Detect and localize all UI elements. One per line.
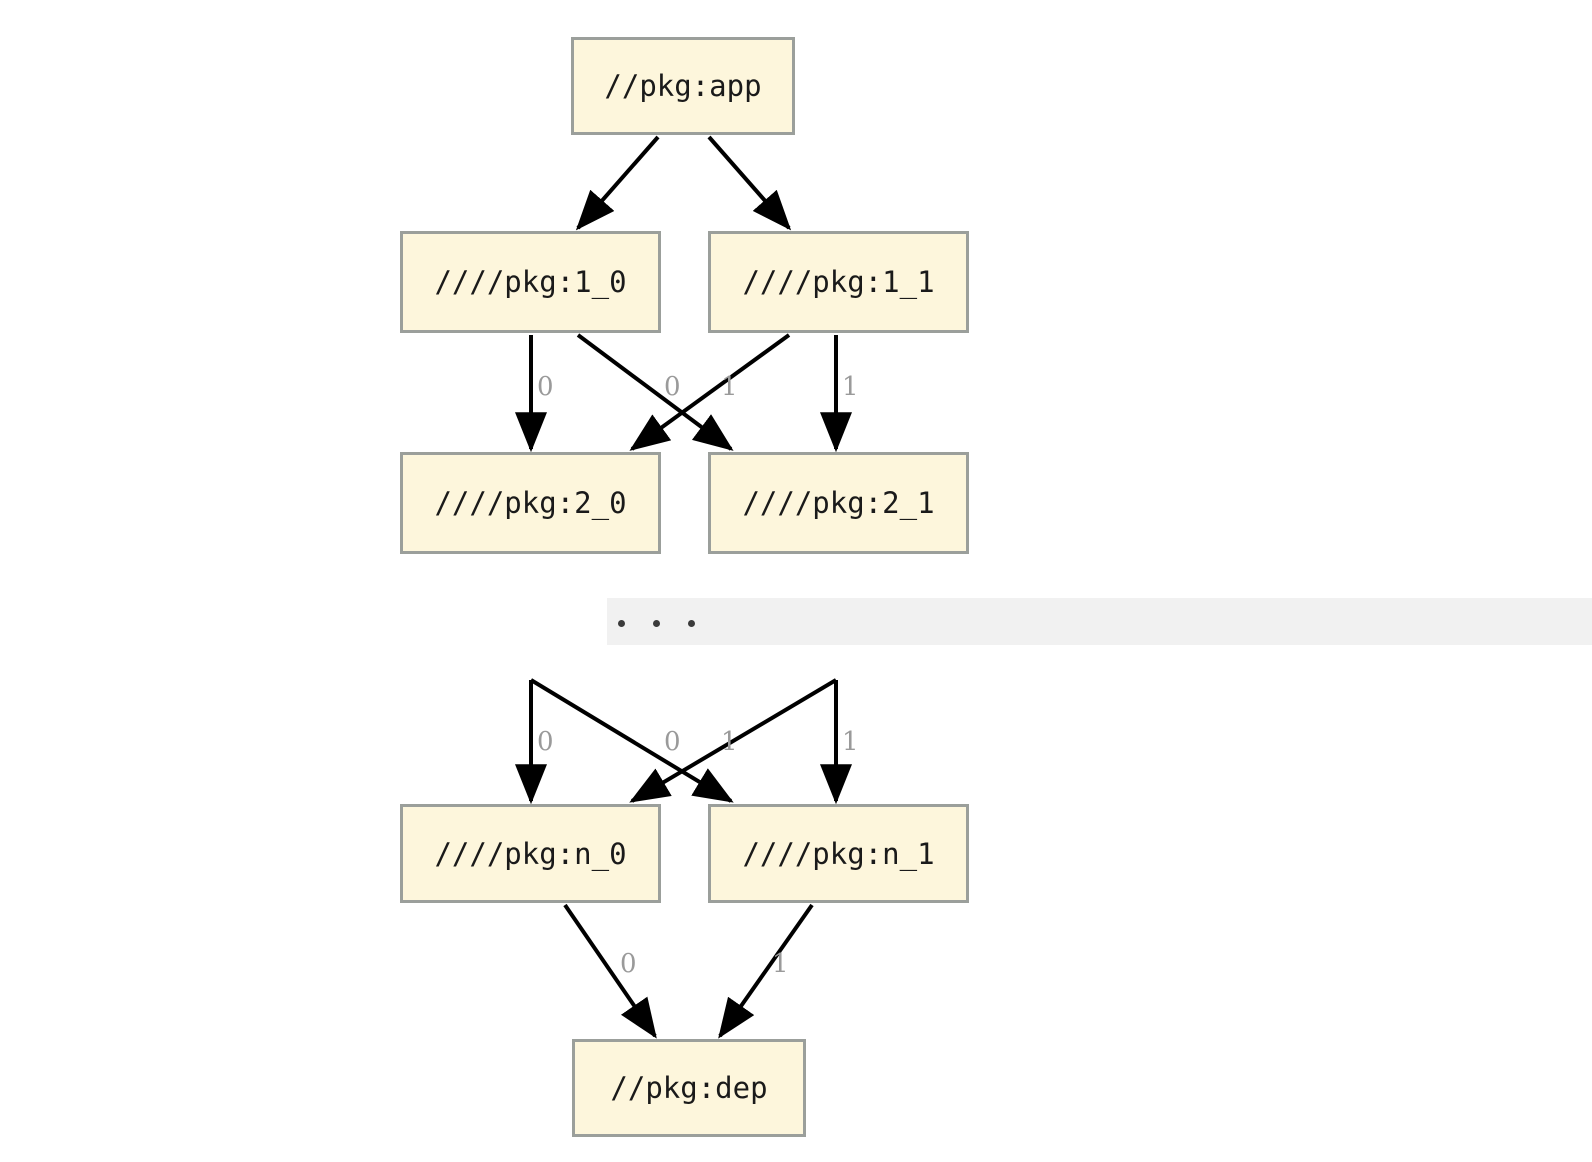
edge-label: 0 — [664, 372, 681, 402]
edge-line — [563, 903, 657, 1039]
node-ln_0[interactable]: ////pkg:n_0 — [400, 804, 661, 903]
node-label: //pkg:app — [604, 69, 762, 103]
edge-lines — [515, 135, 852, 1039]
edge-label: 1 — [842, 372, 859, 402]
node-l2_0[interactable]: ////pkg:2_0 — [400, 452, 661, 554]
node-l2_1[interactable]: ////pkg:2_1 — [708, 452, 969, 554]
edge-line — [629, 333, 791, 451]
node-label: ////pkg:n_0 — [434, 836, 627, 871]
edge-line — [718, 903, 814, 1039]
edge-label: 0 — [537, 372, 554, 402]
edge-label: 1 — [842, 727, 859, 757]
edge-line — [707, 135, 792, 231]
edge-label: 0 — [620, 949, 637, 979]
node-label: ////pkg:2_0 — [434, 486, 627, 520]
node-label: ////pkg:2_1 — [742, 486, 935, 520]
edge-label: 0 — [537, 727, 554, 757]
node-l1_0[interactable]: ////pkg:1_0 — [400, 231, 661, 333]
node-l1_1[interactable]: ////pkg:1_1 — [708, 231, 969, 333]
node-dep[interactable]: //pkg:dep — [572, 1039, 806, 1137]
ellipsis-dot — [653, 620, 660, 627]
ellipsis-band — [607, 598, 1592, 645]
ellipsis-dot — [618, 620, 625, 627]
node-ln_1[interactable]: ////pkg:n_1 — [708, 804, 969, 903]
edge-label: 0 — [664, 727, 681, 757]
ellipsis-dot — [688, 620, 695, 627]
edge-label: 1 — [772, 949, 789, 979]
node-label: ////pkg:1_0 — [434, 265, 627, 299]
edge-line — [629, 678, 838, 803]
node-label: ////pkg:n_1 — [742, 836, 935, 871]
edge-line — [576, 333, 734, 451]
node-label: ////pkg:1_1 — [742, 265, 935, 299]
edge-line — [575, 135, 660, 231]
edge-label: 1 — [721, 727, 738, 757]
node-label: //pkg:dep — [610, 1071, 768, 1105]
edge-label: 1 — [721, 372, 738, 402]
edge-line — [529, 678, 734, 803]
node-app[interactable]: //pkg:app — [571, 37, 795, 135]
